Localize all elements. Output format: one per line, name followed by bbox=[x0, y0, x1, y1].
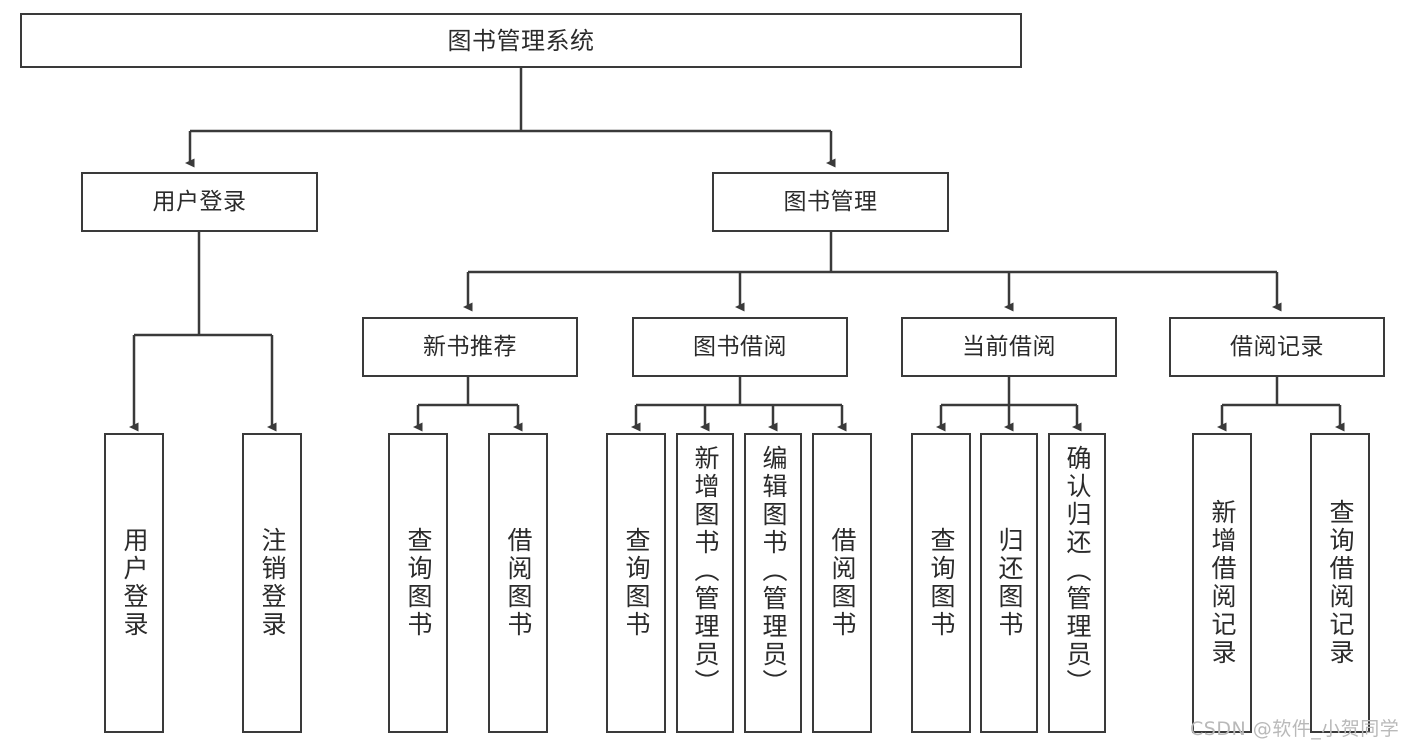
leaf-add-book-admin[interactable]: 新增图书（管理员） bbox=[676, 433, 734, 733]
node-label: 查询图书 bbox=[927, 527, 956, 639]
node-label: 用户登录 bbox=[152, 188, 247, 215]
node-label: 图书管理 bbox=[783, 188, 878, 215]
node-borrow-record[interactable]: 借阅记录 bbox=[1169, 317, 1385, 377]
node-label: 图书管理系统 bbox=[447, 26, 595, 55]
node-label: 用户登录 bbox=[120, 527, 149, 639]
node-label: 借阅记录 bbox=[1230, 333, 1324, 360]
leaf-query-book-current[interactable]: 查询图书 bbox=[911, 433, 971, 733]
leaf-query-book-borrow[interactable]: 查询图书 bbox=[606, 433, 666, 733]
csdn-watermark: CSDN @软件_小贺同学 bbox=[1190, 718, 1400, 740]
node-label: 查询图书 bbox=[404, 527, 433, 639]
node-label: 归还图书 bbox=[995, 527, 1024, 639]
leaf-query-borrow-record[interactable]: 查询借阅记录 bbox=[1310, 433, 1370, 733]
leaf-borrow-book-recommend[interactable]: 借阅图书 bbox=[488, 433, 548, 733]
leaf-add-borrow-record[interactable]: 新增借阅记录 bbox=[1192, 433, 1252, 733]
node-label: 确认归还（管理员） bbox=[1063, 445, 1092, 697]
node-book-borrow[interactable]: 图书借阅 bbox=[632, 317, 848, 377]
node-label: 当前借阅 bbox=[962, 333, 1056, 360]
node-current-borrow[interactable]: 当前借阅 bbox=[901, 317, 1117, 377]
node-label: 借阅图书 bbox=[504, 527, 533, 639]
leaf-user-logout[interactable]: 注销登录 bbox=[242, 433, 302, 733]
node-book-management[interactable]: 图书管理 bbox=[712, 172, 949, 232]
node-label: 查询图书 bbox=[622, 527, 651, 639]
node-new-book-recommend[interactable]: 新书推荐 bbox=[362, 317, 578, 377]
node-label: 新增图书（管理员） bbox=[691, 445, 720, 697]
node-label: 新增借阅记录 bbox=[1208, 499, 1237, 667]
node-root-system[interactable]: 图书管理系统 bbox=[20, 13, 1022, 68]
node-label: 查询借阅记录 bbox=[1326, 499, 1355, 667]
node-label: 借阅图书 bbox=[828, 527, 857, 639]
node-label: 编辑图书（管理员） bbox=[759, 445, 788, 697]
node-label: 新书推荐 bbox=[423, 333, 517, 360]
leaf-return-book[interactable]: 归还图书 bbox=[980, 433, 1038, 733]
node-label: 注销登录 bbox=[258, 527, 287, 639]
node-label: 图书借阅 bbox=[693, 333, 787, 360]
leaf-borrow-book[interactable]: 借阅图书 bbox=[812, 433, 872, 733]
leaf-confirm-return-admin[interactable]: 确认归还（管理员） bbox=[1048, 433, 1106, 733]
node-user-login[interactable]: 用户登录 bbox=[81, 172, 318, 232]
leaf-query-book-recommend[interactable]: 查询图书 bbox=[388, 433, 448, 733]
leaf-user-login[interactable]: 用户登录 bbox=[104, 433, 164, 733]
leaf-edit-book-admin[interactable]: 编辑图书（管理员） bbox=[744, 433, 802, 733]
